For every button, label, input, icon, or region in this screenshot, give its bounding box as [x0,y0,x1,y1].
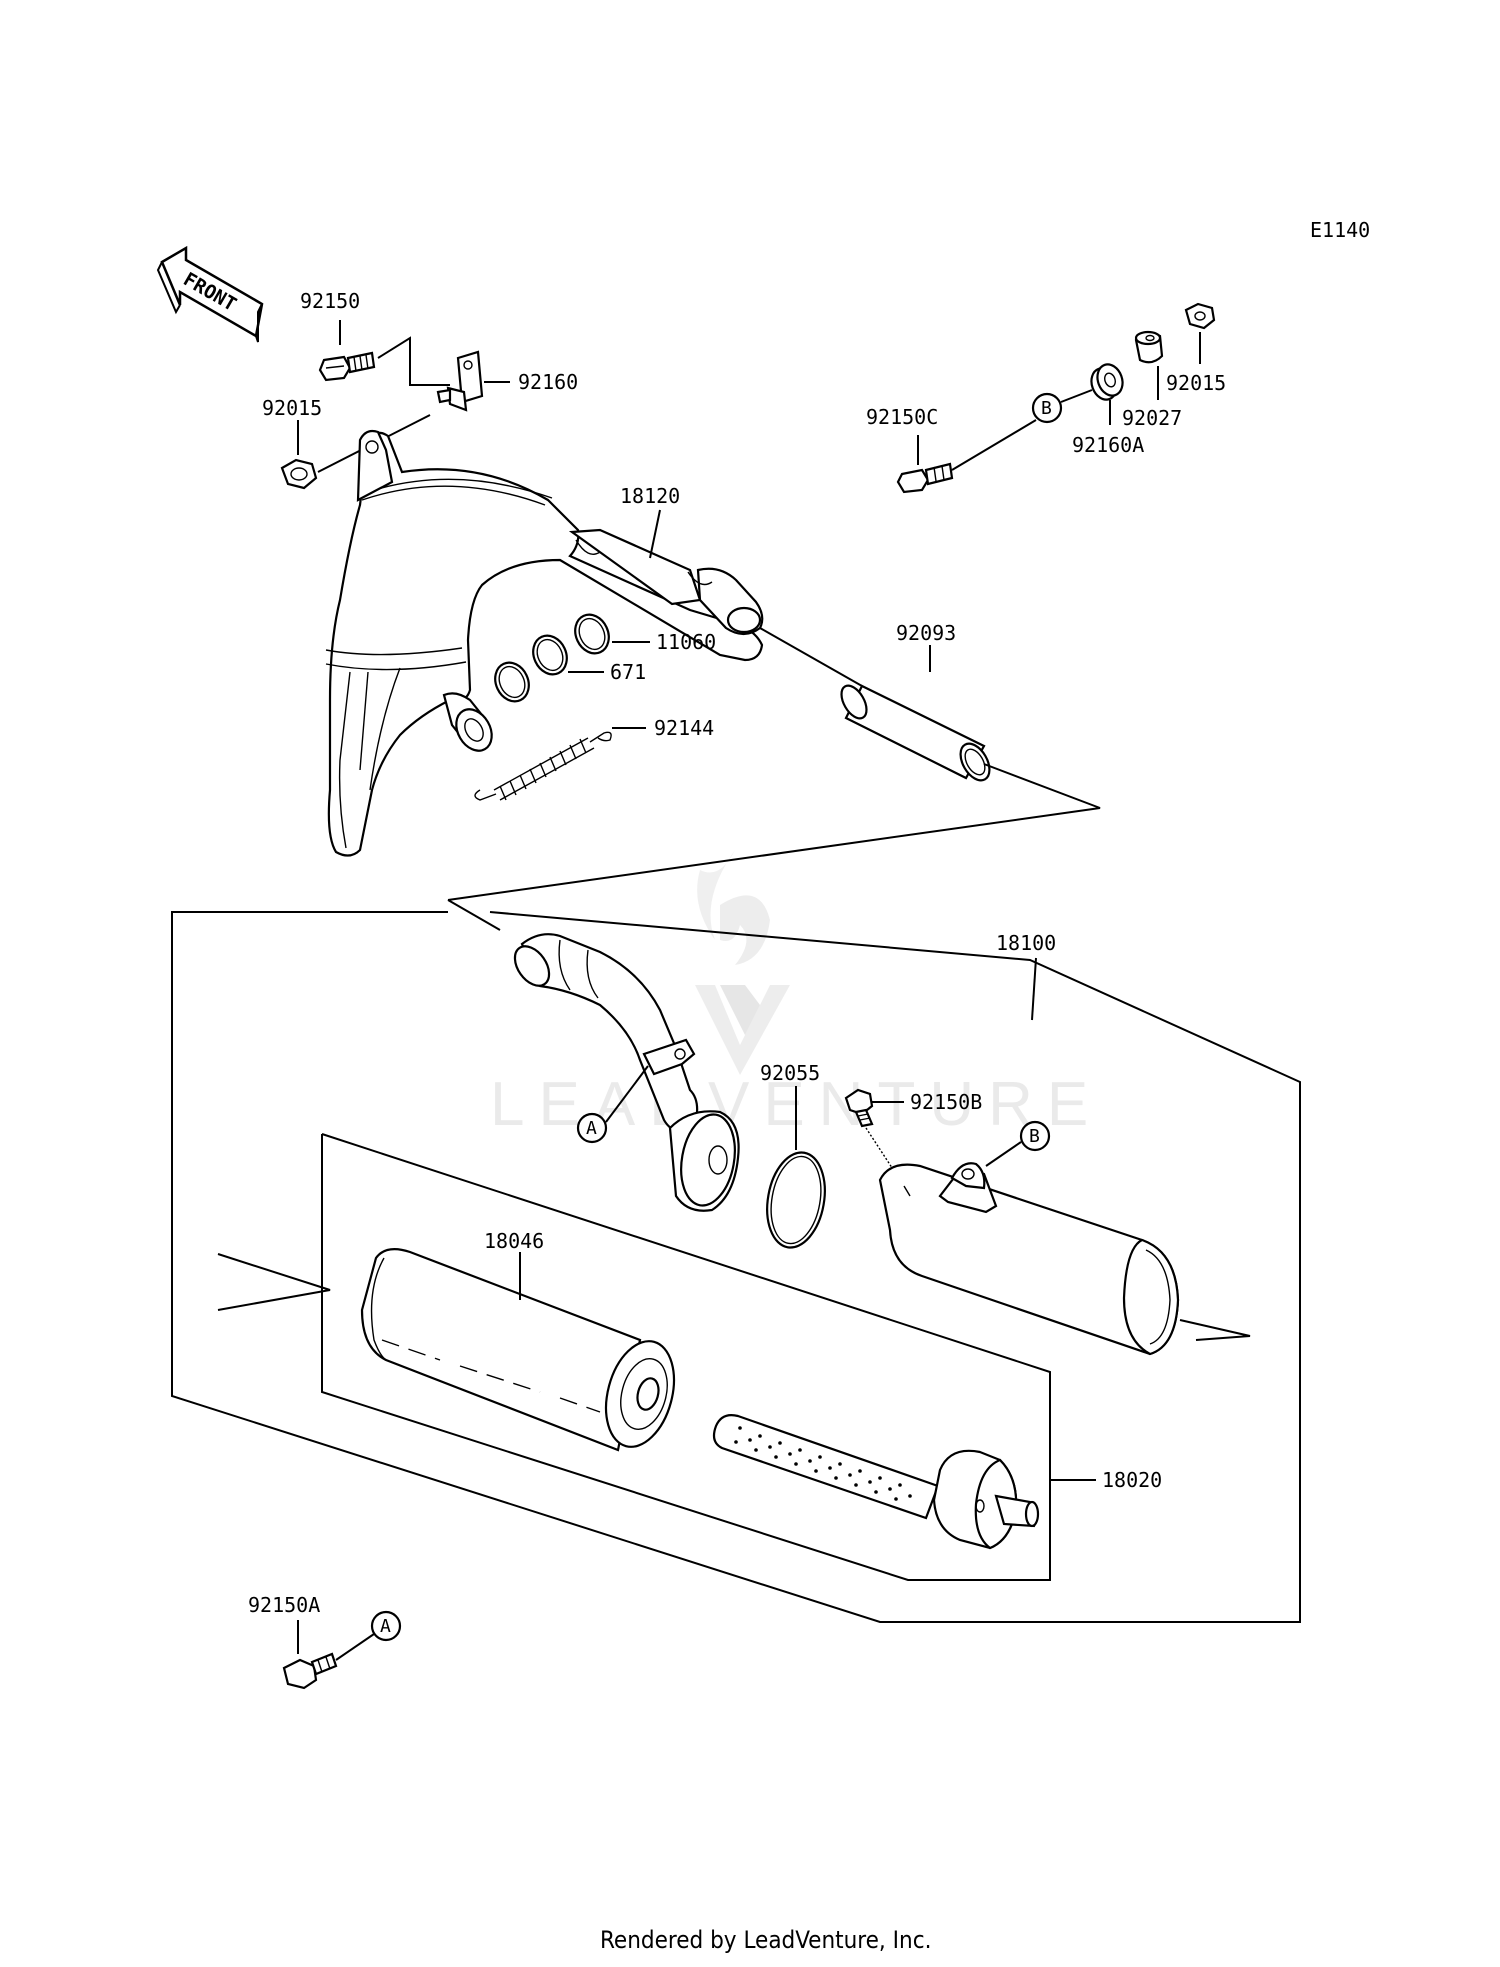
o-ring-671[interactable] [489,630,573,707]
nut-92015-left[interactable] [280,458,318,490]
footer-credit: Rendered by LeadVenture, Inc. [600,1926,931,1954]
leader-B-to-grommet [1060,389,1093,403]
callout-B-lower[interactable]: B [1019,1120,1051,1152]
part-label-11060[interactable]: 11060 [656,630,716,654]
bracket-92160[interactable] [436,350,484,412]
part-label-92150A[interactable]: 92150A [248,1593,320,1617]
callout-A-lower-label: A [586,1118,597,1139]
bolt-92150C[interactable] [896,462,954,494]
part-label-92027[interactable]: 92027 [1122,406,1182,430]
header-pipe[interactable] [508,933,699,1132]
inner-box-silencer [321,1133,1051,1581]
part-label-18020[interactable]: 18020 [1102,1468,1162,1492]
gasket-92055[interactable] [760,1148,832,1252]
part-label-92144[interactable]: 92144 [654,716,714,740]
leader-sleeve-to-header [447,899,501,931]
leader-18120 [649,509,661,559]
callout-A-bolt[interactable]: A [370,1610,402,1642]
callout-B-upper-label: B [1041,398,1052,419]
part-label-18100[interactable]: 18100 [996,931,1056,955]
callout-A-lower[interactable]: A [576,1112,608,1144]
leader-92150C-to-B [951,419,1037,471]
callout-A-bolt-label: A [380,1616,391,1637]
bolt-92150[interactable] [318,351,376,382]
perforated-core-18020[interactable] [712,1414,1040,1550]
silencer-packing-18046[interactable] [360,1247,685,1454]
part-label-92150B[interactable]: 92150B [910,1090,982,1114]
part-label-92150[interactable]: 92150 [300,289,360,313]
leader-sleeve-to-muffler [447,763,1101,901]
part-label-18046[interactable]: 18046 [484,1229,544,1253]
callout-B-upper[interactable]: B [1031,392,1063,424]
bolt-92150A[interactable] [282,1652,338,1690]
leader-muffler-right-point [1179,1319,1251,1341]
o-ring-11060[interactable] [569,609,615,659]
bolt-92150B[interactable] [844,1088,874,1128]
diagram-code: E1140 [1310,218,1370,242]
nut-92015-right[interactable] [1184,302,1216,330]
callout-B-lower-label: B [1029,1126,1040,1147]
sleeve-92093[interactable] [836,681,995,785]
muffler-inlet-flange[interactable] [668,1110,742,1212]
assembly-box-18100 [171,911,1301,1623]
leader-left-point [217,1253,331,1311]
expansion-chamber-18120[interactable] [325,429,764,857]
leader-92150-connector [377,336,450,386]
grommet-92160A[interactable] [1087,361,1126,403]
leader-pipe-to-sleeve [759,627,863,687]
spring-92144[interactable] [474,731,612,801]
front-arrow-icon: FRONT [156,245,264,343]
part-label-92093[interactable]: 92093 [896,621,956,645]
leader-B-to-tab [985,1141,1022,1167]
muffler-body[interactable] [878,1162,1180,1356]
part-label-92015-left[interactable]: 92015 [262,396,322,420]
part-label-92015-right[interactable]: 92015 [1166,371,1226,395]
leader-18100 [1031,957,1037,1021]
part-label-92160A[interactable]: 92160A [1072,433,1144,457]
part-label-18120[interactable]: 18120 [620,484,680,508]
part-label-671[interactable]: 671 [610,660,646,684]
part-label-92055[interactable]: 92055 [760,1061,820,1085]
leader-92150A-to-A [335,1633,375,1661]
part-label-92160[interactable]: 92160 [518,370,578,394]
leader-A-to-bracket [605,1065,649,1123]
part-label-92150C[interactable]: 92150C [866,405,938,429]
collar-92027[interactable] [1134,330,1164,364]
